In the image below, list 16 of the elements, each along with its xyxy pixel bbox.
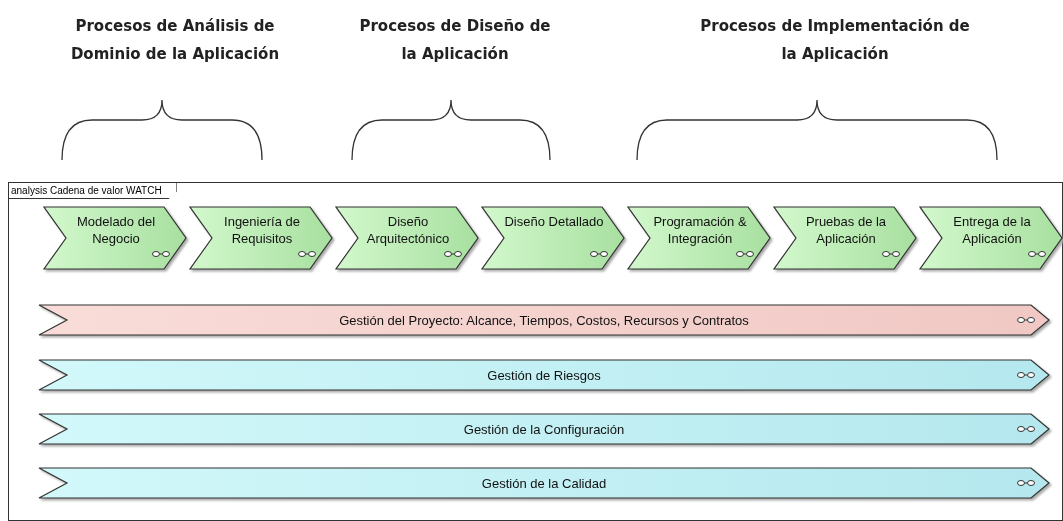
process-label: Programación & Integración (652, 213, 748, 247)
group-heading: Procesos de Diseño de la Aplicación (358, 16, 552, 65)
process-label: Pruebas de la Aplicación (804, 213, 888, 247)
bar-label: Gestión del Proyecto: Alcance, Tiempos, Costos, Recursos y Contratos (338, 312, 750, 329)
group-heading: Procesos de Implementación de la Aplicación (700, 16, 970, 65)
process-label: Diseño Detallado (503, 213, 605, 230)
bar-label: Gestión de Riesgos (486, 367, 602, 384)
process-label: Diseño Arquitectónico (365, 213, 451, 247)
bar-label: Gestión de la Calidad (480, 475, 608, 492)
group-heading: Procesos de Análisis de Dominio de la Aplicación (69, 16, 281, 65)
process-label: Entrega de la Aplicación (952, 213, 1032, 247)
process-label: Ingeniería de Requisitos (223, 213, 301, 247)
process-label: Modelado del Negocio (75, 213, 157, 247)
bar-label: Gestión de la Configuración (462, 421, 626, 438)
frame-tab: analysis Cadena de valor WATCH (9, 183, 177, 199)
diagram-frame (8, 182, 1063, 521)
